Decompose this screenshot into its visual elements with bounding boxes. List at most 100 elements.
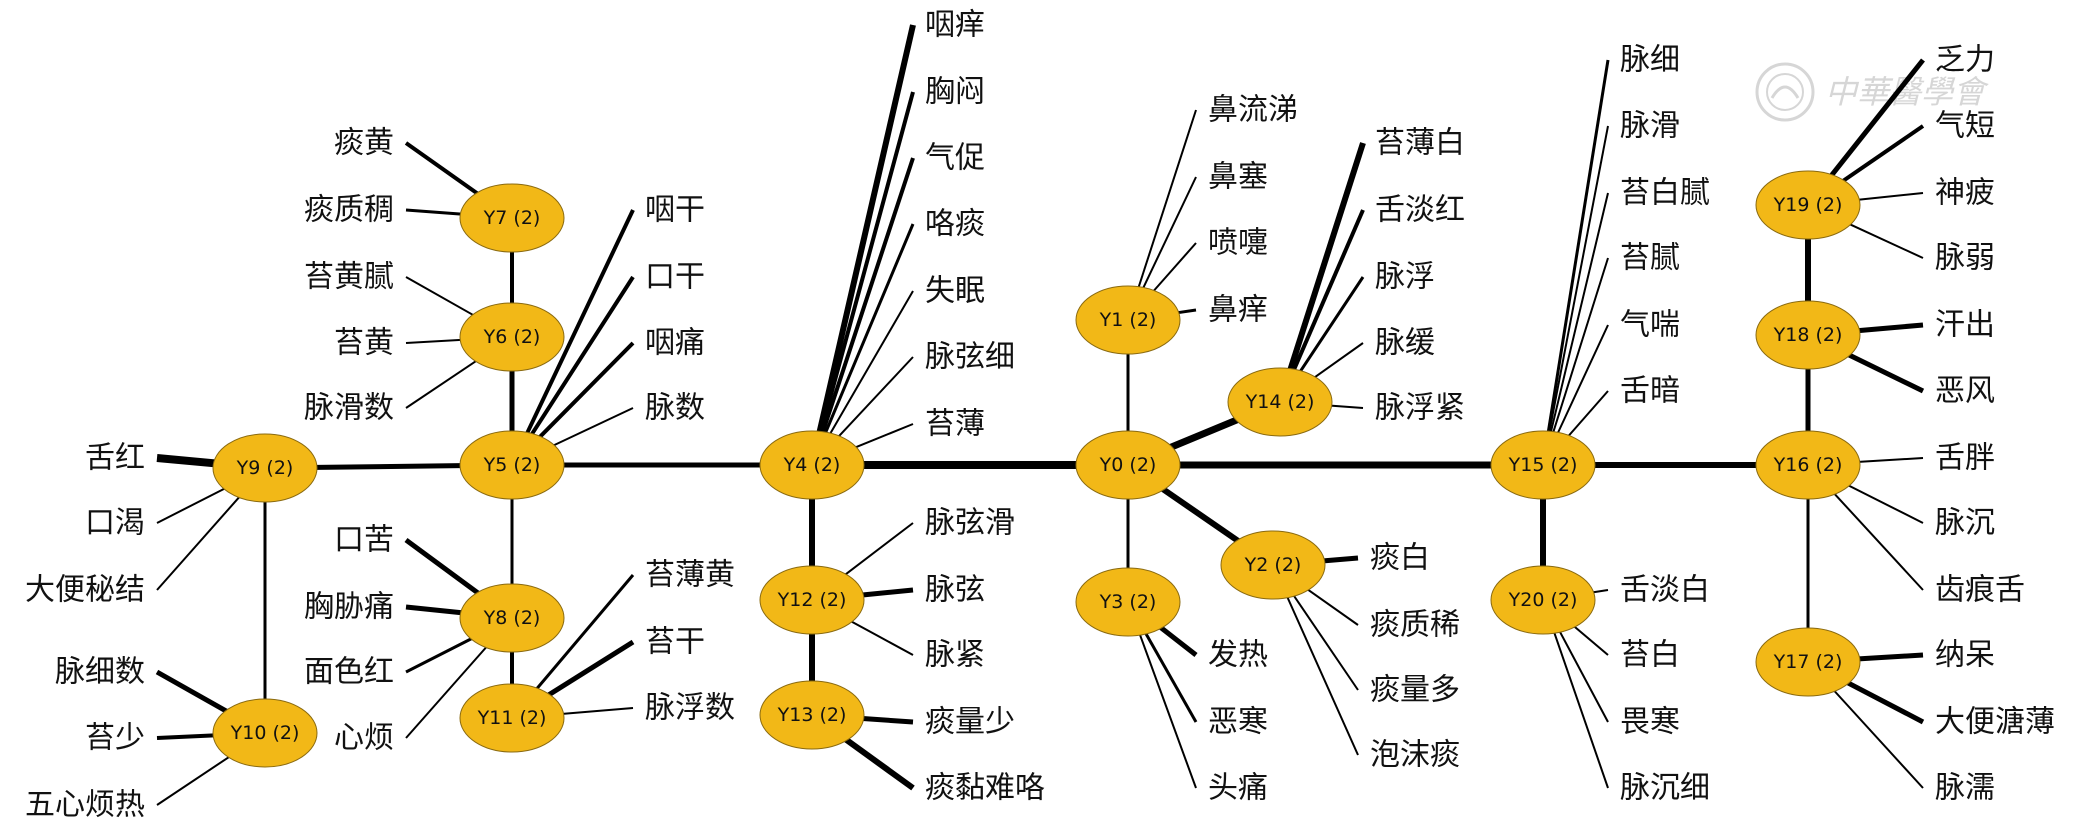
latent-node-y17: Y17 (2)	[1755, 627, 1861, 697]
symptom-edge-y11-2	[562, 707, 634, 715]
latent-node-y6: Y6 (2)	[459, 302, 565, 372]
symptom-label: 咯痰	[925, 207, 985, 242]
symptom-edge-y14-1	[1292, 209, 1365, 371]
symptom-edge-y17-1	[1846, 680, 1925, 725]
latent-node-y16: Y16 (2)	[1755, 430, 1861, 500]
symptom-label: 脉弦细	[925, 340, 1015, 375]
symptom-label: 口干	[645, 260, 705, 295]
latent-node-y14: Y14 (2)	[1227, 367, 1333, 437]
node-ellipse	[459, 430, 565, 500]
symptom-edge-y2-0	[1323, 555, 1359, 564]
node-label: Y14 (2)	[1245, 391, 1315, 413]
symptom-edge-y8-3	[405, 646, 488, 739]
symptom-label: 汗出	[1935, 308, 1995, 343]
latent-node-y1: Y1 (2)	[1075, 285, 1181, 355]
symptom-edge-y6-2	[405, 360, 477, 409]
symptom-label: 鼻痒	[1208, 293, 1268, 328]
symptom-edge-y20-2	[1558, 630, 1609, 723]
node-ellipse	[459, 302, 565, 372]
symptom-edge-y7-1	[405, 208, 462, 216]
symptom-edge-y15-3	[1552, 257, 1609, 433]
symptom-edge-y13-1	[844, 737, 915, 791]
symptom-label: 舌淡白	[1620, 573, 1710, 608]
node-label: Y16 (2)	[1773, 454, 1843, 476]
symptom-edge-y9-2	[156, 496, 241, 591]
symptom-edges-layer	[155, 24, 1925, 806]
node-label: Y17 (2)	[1773, 651, 1843, 673]
symptom-edge-y20-1	[1573, 625, 1609, 656]
node-ellipse	[759, 430, 865, 500]
node-ellipse	[1755, 170, 1861, 240]
symptom-label: 恶寒	[1208, 705, 1268, 740]
symptom-label: 气喘	[1620, 308, 1680, 343]
symptom-edge-y12-2	[850, 620, 914, 656]
symptom-label: 鼻塞	[1208, 160, 1268, 195]
symptom-label: 脉弦	[925, 573, 985, 608]
latent-node-y12: Y12 (2)	[759, 565, 865, 635]
node-ellipse	[1227, 367, 1333, 437]
node-label: Y8 (2)	[483, 607, 541, 629]
symptom-label: 痰白	[1370, 541, 1430, 576]
latent-node-y13: Y13 (2)	[759, 680, 865, 750]
latent-node-y18: Y18 (2)	[1755, 300, 1861, 370]
node-ellipse	[1075, 430, 1181, 500]
symptom-edge-y15-2	[1549, 192, 1609, 433]
node-label: Y9 (2)	[236, 457, 294, 479]
latent-node-y4: Y4 (2)	[759, 430, 865, 500]
symptom-label: 苔白	[1620, 638, 1680, 673]
latent-node-y0: Y0 (2)	[1075, 430, 1181, 500]
node-ellipse	[459, 583, 565, 653]
symptom-edge-y9-0	[156, 454, 215, 468]
symptom-label: 大便秘结	[25, 573, 145, 608]
node-ellipse	[1755, 300, 1861, 370]
symptom-label: 苔干	[645, 625, 705, 660]
symptom-edge-y11-1	[547, 639, 635, 698]
symptom-edge-y10-2	[156, 755, 230, 806]
symptom-label: 舌红	[85, 441, 145, 476]
symptom-label: 痰黏难咯	[925, 771, 1045, 806]
symptom-edge-y7-0	[404, 141, 479, 196]
latent-node-y19: Y19 (2)	[1755, 170, 1861, 240]
symptom-label: 喷嚏	[1208, 226, 1268, 261]
symptom-edge-y10-0	[155, 669, 228, 714]
symptom-label: 脉缓	[1375, 326, 1435, 361]
symptom-edge-y1-1	[1142, 176, 1197, 289]
symptom-edge-y4-4	[829, 290, 914, 435]
symptom-edge-y3-2	[1138, 634, 1197, 789]
symptom-edge-y14-2	[1299, 276, 1365, 373]
symptom-label: 痰量多	[1370, 673, 1460, 708]
symptom-edge-y5-1	[530, 275, 635, 436]
symptom-label: 心烦	[334, 721, 394, 756]
node-ellipse	[1490, 430, 1596, 500]
node-ellipse	[1075, 285, 1181, 355]
symptom-edge-y15-5	[1567, 390, 1609, 437]
symptom-edge-y19-1	[1842, 124, 1925, 183]
symptom-edge-y9-1	[156, 487, 226, 524]
symptom-label: 胸闷	[925, 75, 985, 110]
symptom-edge-y5-2	[538, 341, 635, 439]
symptom-label: 脉数	[645, 391, 705, 426]
symptom-label: 口苦	[334, 523, 394, 558]
node-label: Y15 (2)	[1508, 454, 1578, 476]
node-label: Y5 (2)	[483, 454, 541, 476]
latent-node-y3: Y3 (2)	[1075, 567, 1181, 637]
symptom-label: 发热	[1208, 638, 1268, 673]
node-ellipse	[1075, 567, 1181, 637]
symptom-label: 脉浮紧	[1375, 391, 1465, 426]
symptom-label: 泡沫痰	[1370, 738, 1460, 773]
symptom-edge-y18-0	[1858, 322, 1924, 334]
symptom-edge-y15-4	[1556, 324, 1609, 434]
symptom-edge-y2-1	[1307, 588, 1359, 626]
symptom-label: 头痛	[1208, 771, 1268, 806]
symptom-label: 脉弱	[1935, 241, 1995, 276]
symptom-edge-y4-2	[820, 157, 915, 434]
node-label: Y0 (2)	[1099, 454, 1157, 476]
symptom-edge-y5-3	[552, 407, 634, 447]
node-label: Y1 (2)	[1099, 309, 1157, 331]
node-label: Y12 (2)	[777, 589, 847, 611]
symptom-label: 五心烦热	[25, 788, 145, 823]
node-ellipse	[459, 683, 565, 753]
symptom-label: 苔薄	[925, 407, 985, 442]
node-label: Y10 (2)	[230, 722, 300, 744]
symptom-label: 脉沉细	[1620, 771, 1710, 806]
